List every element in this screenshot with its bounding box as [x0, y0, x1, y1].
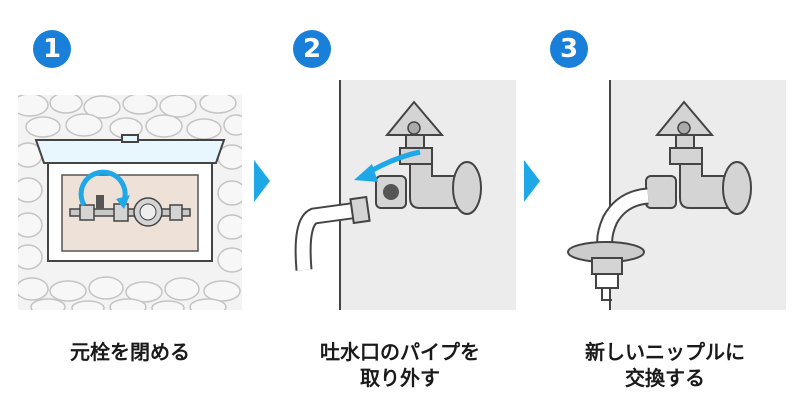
faucet-remove-illustration: [294, 80, 516, 310]
spout-pipe: [296, 203, 359, 271]
step-3-caption: 新しいニップルに 交換する: [535, 339, 795, 391]
faucet-replace-illustration: [567, 80, 786, 310]
gravel-pattern: [18, 95, 242, 310]
step-2-badge: 2: [293, 30, 331, 68]
caption-line: 吐水口のパイプを: [320, 340, 480, 364]
meter-box-illustration: [18, 95, 242, 310]
step-arrow-icon: [524, 160, 540, 202]
step-arrow-icon: [254, 160, 270, 202]
rotate-arrow-icon: [78, 169, 128, 207]
step-2-caption: 吐水口のパイプを 取り外す: [270, 339, 530, 391]
box-lid: [34, 139, 226, 164]
faucet-nut: [645, 175, 677, 209]
faucet-body: [409, 163, 459, 209]
new-nipple: [591, 257, 623, 275]
water-pipe: [69, 208, 191, 217]
step-3-badge: 3: [550, 30, 588, 68]
caption-line: 取り外す: [360, 366, 440, 390]
faucet-body: [679, 163, 729, 209]
caption-line: 元栓を閉める: [70, 340, 190, 364]
valve-handle: [96, 195, 104, 209]
step-1-badge: 1: [33, 30, 71, 68]
caption-line: 交換する: [625, 366, 705, 390]
step-1-caption: 元栓を閉める: [0, 339, 260, 365]
caption-line: 新しいニップルに: [585, 340, 745, 364]
